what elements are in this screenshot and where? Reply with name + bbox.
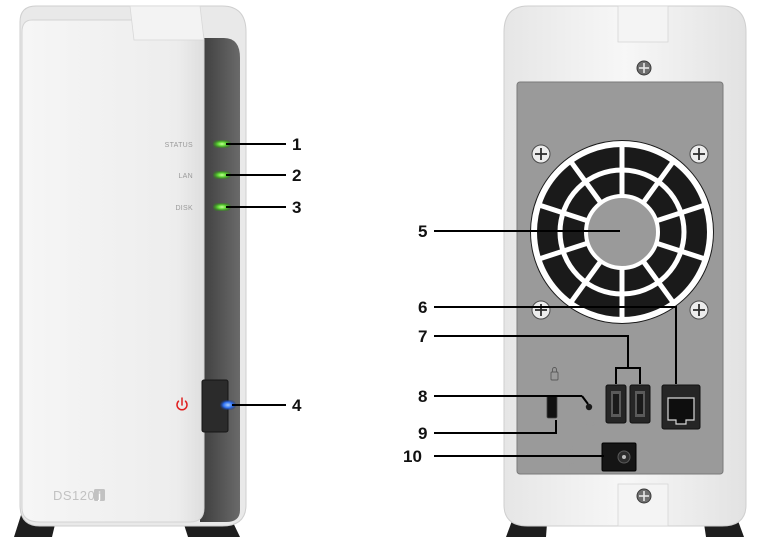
model-suffix: j [97, 491, 101, 502]
screw-icon [689, 144, 709, 164]
lan-led-label: LAN [178, 173, 193, 180]
fan-spoke [537, 240, 589, 262]
callout-line-9 [434, 420, 557, 434]
callout-10: 10 [403, 447, 422, 466]
rear-view: RESET LAN DC IN 12V [503, 5, 747, 537]
fan-spoke [641, 159, 676, 205]
callouts: 1 2 3 4 5 6 7 8 9 10 [226, 135, 677, 466]
power-button[interactable] [201, 379, 236, 433]
usb-port-2[interactable] [629, 384, 651, 424]
fan-spoke [655, 202, 707, 224]
callout-6: 6 [418, 298, 427, 317]
screw-icon [531, 144, 551, 164]
kensington-slot [546, 395, 558, 419]
callout-8: 8 [418, 387, 427, 406]
lan-port-label: LAN [704, 405, 714, 411]
screw-icon [636, 488, 652, 504]
disk-led-label: DISK [175, 205, 193, 212]
callout-2: 2 [292, 166, 301, 185]
reset-label: RESET [584, 422, 601, 428]
disk-led [213, 203, 231, 211]
callout-9: 9 [418, 424, 427, 443]
model-suffix-badge [94, 489, 105, 501]
dc-in-port[interactable] [601, 442, 637, 472]
lock-icon [550, 367, 559, 381]
rear-top-tab [617, 5, 669, 43]
rear-bottom-tab [617, 483, 669, 527]
callout-5: 5 [418, 222, 427, 241]
fan [530, 140, 714, 324]
fan-spoke [568, 259, 603, 305]
fan-guard-spokes [537, 144, 707, 320]
reset-button[interactable] [585, 403, 593, 411]
status-led [213, 140, 231, 148]
screw-icon [636, 60, 652, 76]
screw-icon [531, 300, 551, 320]
lan-port[interactable] [661, 384, 701, 430]
usb-port-1[interactable] [605, 384, 627, 424]
front-top-lip [129, 5, 205, 41]
status-led-label: STATUS [165, 142, 193, 149]
dc-spec-label: 12V [568, 463, 578, 469]
front-panel [21, 19, 205, 523]
screw-icon [689, 300, 709, 320]
callout-7: 7 [418, 327, 427, 346]
callout-1: 1 [292, 135, 301, 154]
fan-spoke [641, 259, 676, 305]
fan-spoke [537, 202, 589, 224]
lan-led [213, 171, 231, 179]
callout-line-7 [434, 335, 629, 368]
callout-bracket-7 [615, 367, 641, 384]
callout-3: 3 [292, 198, 301, 217]
model-name: DS120 [53, 488, 95, 503]
callout-4: 4 [292, 396, 302, 415]
callout-line-6 [434, 306, 677, 384]
fan-spoke [655, 240, 707, 262]
power-icon [176, 397, 188, 411]
callout-line-8b [581, 395, 589, 405]
fan-spoke [568, 159, 603, 205]
dc-in-label: DC IN [568, 446, 582, 452]
front-view: STATUS LAN DISK DS120 j [14, 5, 247, 537]
